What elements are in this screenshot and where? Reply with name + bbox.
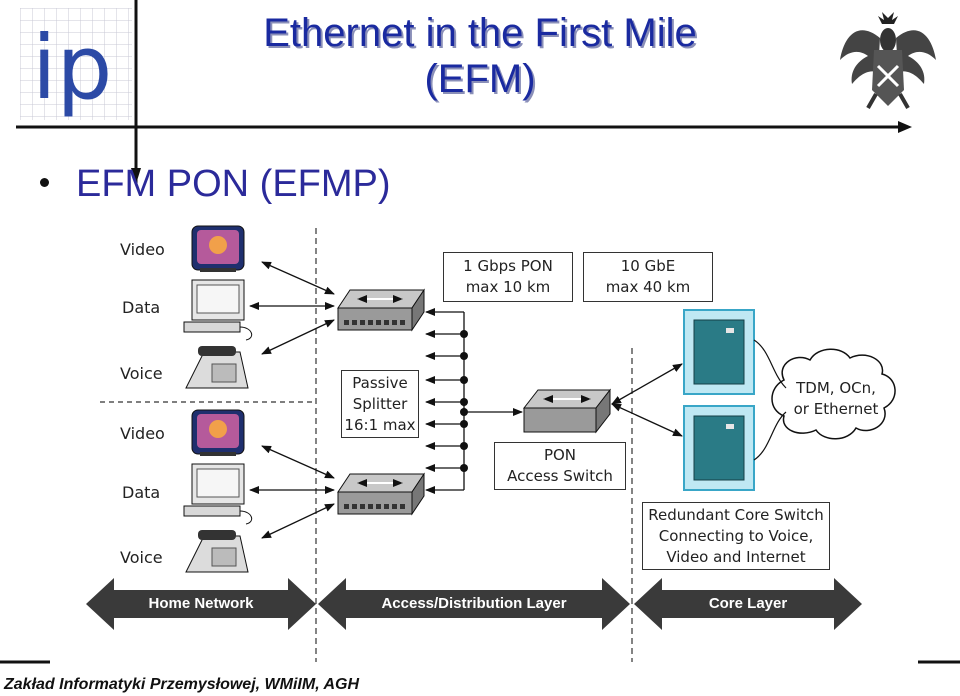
- logo-text: ip: [32, 16, 112, 119]
- device-label-data: Data: [122, 298, 161, 317]
- eagle-emblem-icon: [840, 12, 936, 109]
- slide-footer: Zakład Informatyki Przemysłowej, WMiIM, …: [4, 676, 360, 693]
- onu-device-icon: [337, 288, 425, 332]
- university-emblem: [838, 10, 938, 112]
- title-line-1: Ethernet in the First Mile: [263, 11, 697, 55]
- logo-grid: ip: [20, 8, 132, 120]
- device-label-video: Video: [120, 424, 165, 443]
- device-label-voice: Voice: [120, 364, 163, 383]
- passive-splitter-box: Passive Splitter 16:1 max: [341, 370, 419, 438]
- pon-spec-box: 1 Gbps PON max 10 km: [443, 252, 573, 302]
- tv-icon: [191, 409, 245, 456]
- slide-title: Ethernet in the First Mile (EFM): [150, 10, 810, 102]
- layer-label-access: Access/Distribution Layer: [381, 595, 567, 612]
- title-line-2: (EFM): [424, 57, 536, 101]
- layer-label-core: Core Layer: [708, 595, 788, 612]
- tv-icon: [191, 225, 245, 272]
- cloud-label: TDM, OCn, or Ethernet: [793, 379, 879, 418]
- institute-logo: ip: [20, 8, 136, 124]
- gbe-spec-box: 10 GbE max 40 km: [583, 252, 713, 302]
- core-switch-icon: [683, 309, 755, 395]
- core-switch-icon: [683, 405, 755, 491]
- layer-label-home: Home Network: [148, 595, 254, 612]
- computer-icon: [183, 279, 253, 341]
- device-label-data: Data: [122, 483, 161, 502]
- device-label-video: Video: [120, 240, 165, 259]
- redundant-core-switch-box: Redundant Core Switch Connecting to Voic…: [642, 502, 830, 570]
- phone-icon: [185, 346, 249, 389]
- core-layer-bar: [634, 578, 862, 630]
- onu-device-icon: [337, 472, 425, 516]
- pon-access-switch-box: PON Access Switch: [494, 442, 626, 490]
- access-layer-bar: [318, 578, 630, 630]
- network-cloud-icon: [771, 348, 896, 440]
- bullet-dot: [40, 178, 49, 187]
- phone-icon: [185, 530, 249, 573]
- bullet-text: EFM PON (EFMP): [76, 163, 391, 205]
- pon-access-switch-icon: [522, 388, 612, 434]
- computer-icon: [183, 463, 253, 525]
- home-network-bar: [86, 578, 316, 630]
- device-label-voice: Voice: [120, 548, 163, 567]
